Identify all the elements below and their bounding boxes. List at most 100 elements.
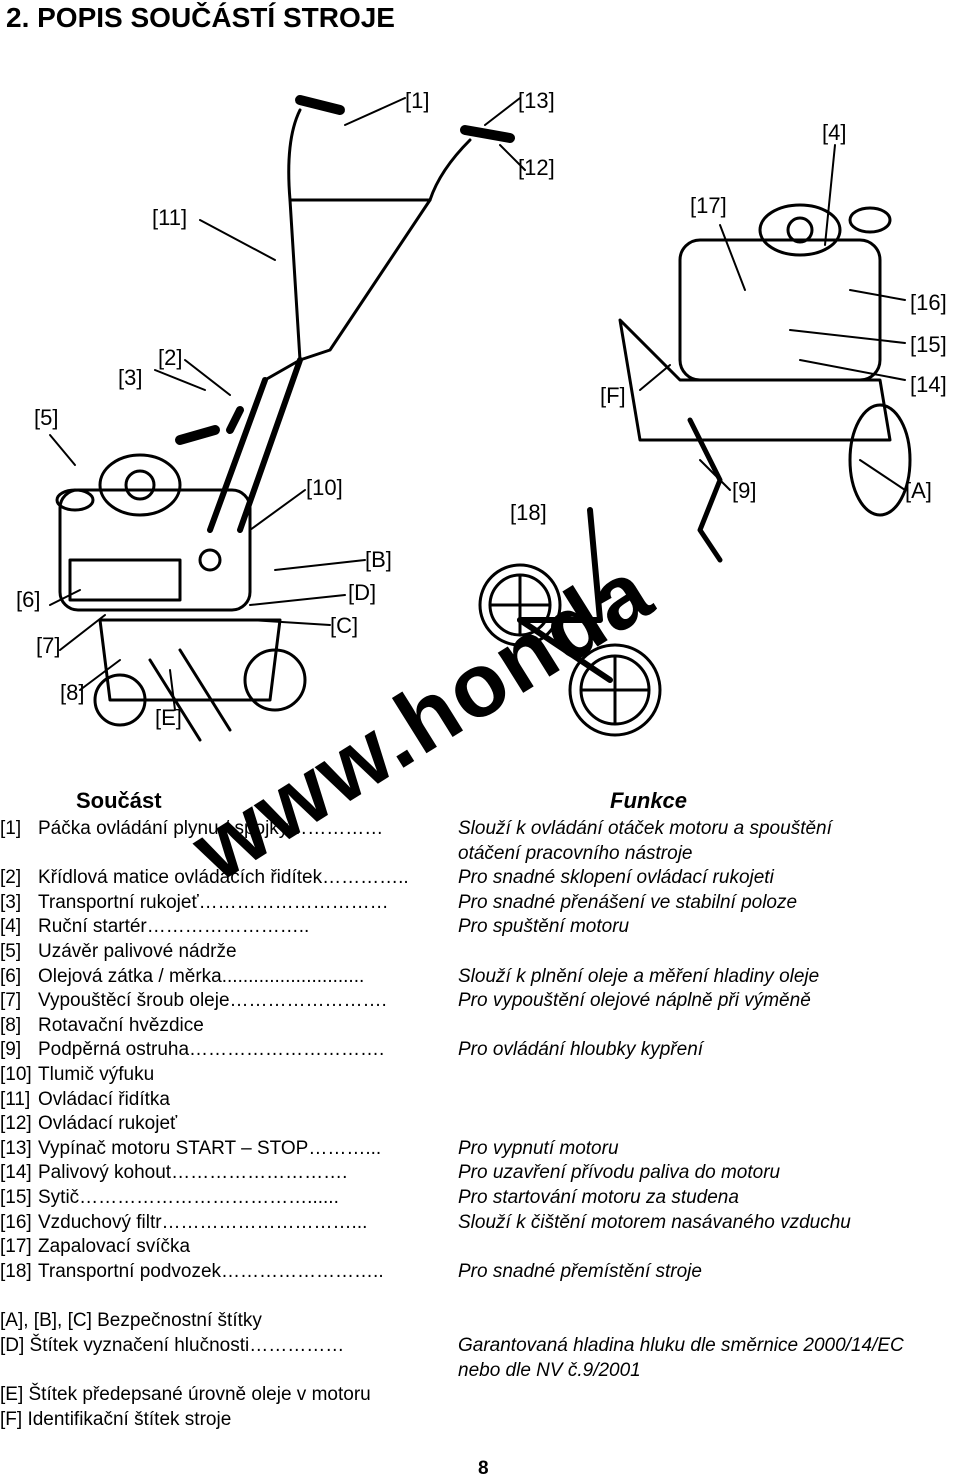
callout-1: [1]	[405, 88, 430, 113]
table-row: [3] Transportní rukojeť…………………………	[0, 892, 389, 914]
callout-a: [A]	[905, 478, 932, 503]
table-row: [16] Vzduchový filtr…………………………...	[0, 1212, 367, 1234]
part-name: Sytič………………………………......	[38, 1187, 339, 1208]
part-function: Pro vypouštění olejové náplně při výměně	[458, 990, 811, 1012]
part-number: [6]	[0, 965, 22, 987]
part-name: Ovládací rukojeť	[38, 1113, 178, 1135]
callout-18: [18]	[510, 500, 547, 525]
footer-line: [A], [B], [C] Bezpečnostní štítky	[0, 1310, 262, 1331]
part-number: [17]	[0, 1236, 32, 1258]
footer-line: [E] Štítek předepsané úrovně oleje v mot…	[0, 1384, 371, 1405]
part-number: [11]	[0, 1088, 31, 1110]
callout-7: [7]	[36, 633, 61, 658]
part-number: [13]	[0, 1137, 32, 1159]
table-row: [6] Olejová zátka / měrka................…	[0, 966, 364, 988]
callout-17: [17]	[690, 193, 727, 218]
page-number: 8	[478, 1458, 489, 1479]
callout-d: [D]	[348, 580, 377, 605]
table-row: [11] Ovládací řidítka	[0, 1089, 170, 1111]
callout-2: [2]	[158, 345, 183, 370]
callout-13: [13]	[518, 88, 555, 113]
part-number: [16]	[0, 1211, 32, 1233]
part-column-header: Součást	[76, 788, 162, 813]
part-number: [10]	[0, 1064, 32, 1085]
page-title: 2. POPIS SOUČÁSTÍ STROJE	[6, 2, 395, 33]
part-function: Pro startování motoru za studena	[458, 1187, 739, 1208]
part-name: Vypínač motoru START – STOP………...	[38, 1137, 382, 1159]
table-row: [17] Zapalovací svíčka	[0, 1236, 190, 1258]
table-row: [12] Ovládací rukojeť	[0, 1113, 177, 1135]
callout-3: [3]	[118, 365, 143, 390]
part-number: [3]	[0, 891, 22, 913]
part-name: Vypouštěcí šroub oleje…………………….	[38, 990, 387, 1012]
part-name: Transportní rukojeť…………………………	[38, 891, 389, 913]
part-name: Podpěrná ostruha………………………….	[38, 1039, 385, 1061]
callout-11: [11]	[152, 205, 188, 230]
footer-function: nebo dle NV č.9/2001	[458, 1360, 641, 1381]
part-number: [5]	[0, 941, 22, 962]
callout-9: [9]	[732, 478, 757, 503]
part-name: Páčka ovládání plynu / spojky……………	[38, 818, 384, 839]
callout-f: [F]	[600, 383, 626, 408]
callout-8: [8]	[60, 680, 85, 705]
part-name: Zapalovací svíčka	[38, 1236, 191, 1258]
part-function: Slouží k ovládání otáček motoru a spoušt…	[458, 818, 832, 839]
callout-14: [14]	[910, 372, 947, 397]
callout-5: [5]	[34, 405, 59, 430]
part-number: [12]	[0, 1113, 32, 1135]
callout-10: [10]	[306, 475, 343, 500]
footer-function: Garantovaná hladina hluku dle směrnice 2…	[458, 1335, 904, 1356]
part-number: [1]	[0, 818, 22, 839]
table-row: [7] Vypouštěcí šroub oleje…………………….	[0, 990, 387, 1012]
part-name: Ovládací řidítka	[38, 1088, 170, 1110]
function-column-header: Funkce	[610, 788, 688, 813]
table-row: [10] Tlumič výfuku	[0, 1064, 154, 1086]
table-row: [4] Ruční startér……………………..	[0, 916, 309, 938]
callout-6: [6]	[16, 587, 41, 612]
part-function: Pro uzavření přívodu paliva do motoru	[458, 1162, 781, 1184]
callout-c: [C]	[330, 613, 359, 638]
part-function: Pro snadné přemístění stroje	[458, 1260, 702, 1282]
part-name: Uzávěr palivové nádrže	[38, 941, 237, 962]
part-name: Palivový kohout……………………….	[38, 1162, 348, 1184]
callout-16: [16]	[910, 290, 947, 315]
part-name: Rotavační hvězdice	[38, 1014, 204, 1036]
callout-b: [B]	[365, 547, 392, 572]
part-name: Ruční startér……………………..	[38, 916, 310, 938]
table-row	[0, 843, 38, 865]
table-row: [13] Vypínač motoru START – STOP………...	[0, 1138, 381, 1160]
table-row: [9] Podpěrná ostruha………………………….	[0, 1039, 384, 1061]
part-name: Vzduchový filtr…………………………...	[38, 1211, 368, 1233]
table-row: [14] Palivový kohout……………………….	[0, 1162, 347, 1184]
footer-line: [D] Štítek vyznačení hlučnosti……………	[0, 1335, 345, 1356]
footer-line: [F] Identifikační štítek stroje	[0, 1409, 232, 1430]
part-function: Slouží k čištění motorem nasávaného vzdu…	[458, 1211, 851, 1233]
part-function: otáčení pracovního nástroje	[458, 842, 693, 864]
part-function: Pro snadné sklopení ovládací rukojeti	[458, 867, 774, 889]
table-row: [2] Křídlová matice ovládacích řidítek…………	[0, 867, 409, 889]
callout-12: [12]	[518, 155, 555, 180]
part-name: Transportní podvozek……………………..	[38, 1260, 384, 1282]
part-number: [2]	[0, 867, 22, 889]
part-name: Tlumič výfuku	[38, 1064, 155, 1085]
part-function: Pro snadné přenášení ve stabilní poloze	[458, 891, 798, 913]
part-number: [4]	[0, 916, 22, 938]
callout-15: [15]	[910, 332, 947, 357]
callout-4: [4]	[822, 120, 847, 145]
part-name: Olejová zátka / měrka...................…	[38, 965, 365, 987]
table-row: [18]Transportní podvozek……………………..	[0, 1261, 384, 1283]
part-function: Pro spuštění motoru	[458, 916, 630, 938]
part-number: [8]	[0, 1014, 22, 1036]
part-function: Pro ovládání hloubky kypření	[458, 1039, 704, 1061]
part-number: [15]	[0, 1187, 32, 1208]
table-row: [5] Uzávěr palivové nádrže	[0, 941, 237, 963]
tiller-illustration	[49, 95, 912, 742]
table-row: [8] Rotavační hvězdice	[0, 1015, 204, 1037]
part-number: [7]	[0, 990, 22, 1012]
part-number: [9]	[0, 1039, 22, 1061]
callout-e: [E]	[155, 705, 182, 730]
part-function: Pro vypnutí motoru	[458, 1137, 619, 1159]
table-row: [15] Sytič………………………………......	[0, 1187, 339, 1209]
part-name: Křídlová matice ovládacích řidítek…………..	[38, 867, 409, 889]
part-number: [14]	[0, 1162, 32, 1184]
